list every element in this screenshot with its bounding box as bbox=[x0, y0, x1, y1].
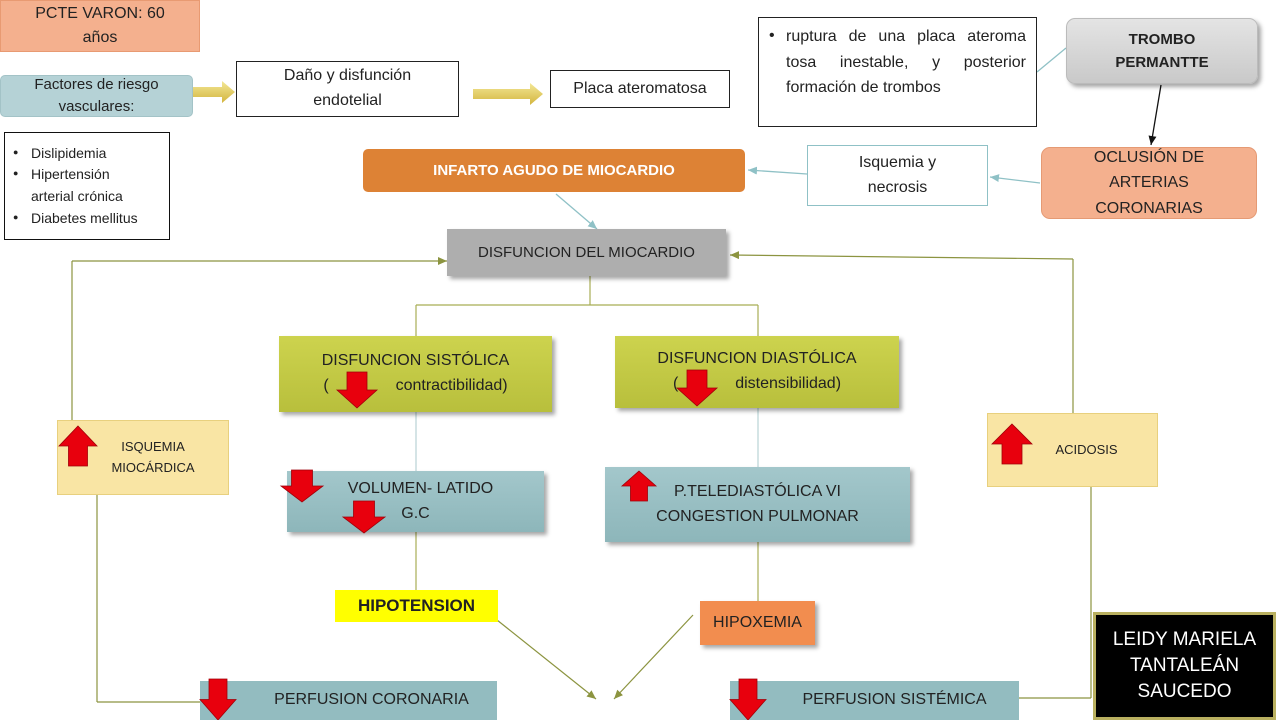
plaque-box: Placa ateromatosa bbox=[550, 70, 730, 108]
rupture-note-text: ruptura de una placa ateroma tosa inesta… bbox=[786, 28, 1026, 97]
risk-factors-list: Dislipidemia Hipertensión arterial cróni… bbox=[5, 143, 141, 230]
diastolic-title: DISFUNCION DIASTÓLICA bbox=[657, 350, 857, 368]
coronary-perfusion-text: PERFUSION CORONARIA bbox=[274, 691, 469, 709]
acidosis-text: ACIDOSIS bbox=[1055, 441, 1118, 457]
risk-factor-item: Hipertensión arterial crónica bbox=[13, 164, 141, 207]
systolic-dysfunction-box: DISFUNCION SISTÓLICA ( contractibilidad) bbox=[279, 336, 552, 412]
systemic-perfusion-box: PERFUSION SISTÉMICA bbox=[730, 681, 1019, 720]
patient-box: PCTE VARON: 60 años bbox=[0, 0, 200, 52]
hypotension-box: HIPOTENSION bbox=[335, 590, 498, 622]
diastolic-detail-text: distensibilidad) bbox=[735, 375, 842, 392]
hypotension-text: HIPOTENSION bbox=[357, 595, 476, 615]
diastolic-detail-row: ( distensibilidad) bbox=[673, 372, 841, 397]
hypoxemia-box: HIPOXEMIA bbox=[700, 601, 815, 645]
occlusion-box: OCLUSIÓN DE ARTERIAS CORONARIAS bbox=[1041, 147, 1257, 219]
risk-factors-list-box: Dislipidemia Hipertensión arterial cróni… bbox=[4, 132, 170, 240]
risk-factor-item: Dislipidemia bbox=[13, 143, 141, 165]
hypoxemia-text: HIPOXEMIA bbox=[713, 613, 802, 631]
stroke-volume-line1: VOLUMEN- LATIDO bbox=[347, 479, 494, 497]
endothelial-damage-box: Daño y disfunción endotelial bbox=[236, 61, 459, 117]
pulmonary-line1: P.TELEDIASTÓLICA VI bbox=[674, 482, 841, 500]
systolic-title: DISFUNCION SISTÓLICA bbox=[321, 352, 510, 370]
ischemia-necrosis-text: Isquemia y necrosis bbox=[858, 153, 937, 196]
damage-to-plaque-arrow bbox=[473, 83, 543, 105]
author-text: LEIDY MARIELA TANTALEÁN SAUCEDO bbox=[1112, 628, 1257, 703]
plaque-text: Placa ateromatosa bbox=[573, 79, 707, 97]
ischemia-text: ISQUEMIA MIOCÁRDICA bbox=[111, 439, 195, 475]
myocardial-dysfunction-text: DISFUNCION DEL MIOCARDIO bbox=[478, 243, 695, 261]
endothelial-damage-text: Daño y disfunción endotelial bbox=[283, 67, 412, 109]
systemic-perfusion-text: PERFUSION SISTÉMICA bbox=[802, 691, 987, 709]
diastolic-dysfunction-box: DISFUNCION DIASTÓLICA ( distensibilidad) bbox=[615, 336, 899, 408]
ischemia-necrosis-box: Isquemia y necrosis bbox=[807, 145, 988, 206]
diastolic-detail-open: ( bbox=[672, 375, 679, 392]
infarction-box: INFARTO AGUDO DE MIOCARDIO bbox=[363, 149, 745, 192]
pulmonary-congestion-box: P.TELEDIASTÓLICA VI CONGESTION PULMONAR bbox=[605, 467, 910, 542]
pulmonary-line2: CONGESTION PULMONAR bbox=[656, 507, 859, 525]
systolic-detail-row: ( contractibilidad) bbox=[323, 374, 507, 399]
occlusion-text: OCLUSIÓN DE ARTERIAS CORONARIAS bbox=[1093, 148, 1205, 217]
acidosis-box: ACIDOSIS bbox=[987, 413, 1158, 487]
rupture-note-bullet: • bbox=[769, 27, 775, 44]
stroke-volume-box: VOLUMEN- LATIDO G.C bbox=[287, 471, 544, 532]
ischemia-box: ISQUEMIA MIOCÁRDICA bbox=[57, 420, 229, 495]
patient-text: PCTE VARON: 60 años bbox=[35, 5, 165, 46]
stroke-volume-line2: G.C bbox=[401, 504, 430, 522]
thrombus-box: TROMBO PERMANTTE bbox=[1066, 18, 1258, 84]
risk-factor-item: Diabetes mellitus bbox=[13, 208, 141, 230]
myocardial-dysfunction-box: DISFUNCION DEL MIOCARDIO bbox=[447, 229, 726, 276]
risk-factors-title: Factores de riesgo vasculares: bbox=[34, 76, 159, 115]
infarction-text: INFARTO AGUDO DE MIOCARDIO bbox=[433, 161, 675, 179]
thrombus-text: TROMBO PERMANTTE bbox=[1115, 30, 1209, 71]
author-box: LEIDY MARIELA TANTALEÁN SAUCEDO bbox=[1093, 612, 1276, 720]
risk-factors-box: Factores de riesgo vasculares: bbox=[0, 75, 193, 117]
coronary-perfusion-box: PERFUSION CORONARIA bbox=[200, 681, 497, 720]
systolic-detail-open: ( bbox=[323, 377, 329, 394]
systolic-detail-text: contractibilidad) bbox=[395, 377, 508, 394]
rupture-note-box: • ruptura de una placa ateroma tosa ines… bbox=[758, 17, 1037, 127]
